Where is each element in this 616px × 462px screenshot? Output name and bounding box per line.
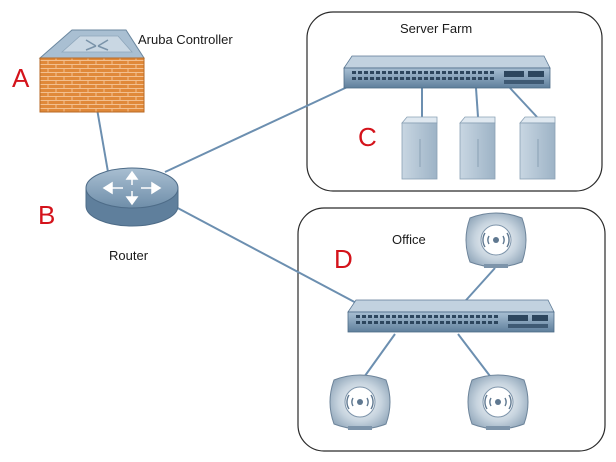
marker-c: C (358, 122, 377, 152)
link-controller-router (95, 102, 109, 173)
access-point-icon (329, 374, 391, 431)
link-router-serverfarm-switch (164, 81, 359, 173)
office-label: Office (392, 232, 426, 247)
server-tower-icon (401, 116, 438, 180)
router-label: Router (109, 248, 149, 263)
aruba-controller-icon (38, 29, 145, 113)
server-farm-switch-icon (343, 55, 551, 89)
access-point-icon (465, 212, 527, 269)
server-farm-label: Server Farm (400, 21, 472, 36)
marker-b: B (38, 200, 55, 230)
link-switch-ap-right (457, 333, 494, 381)
marker-d: D (334, 244, 353, 274)
link-switch-server-3 (509, 87, 538, 118)
link-switch-ap-left (361, 333, 396, 381)
marker-a: A (12, 63, 30, 93)
controller-label: Aruba Controller (138, 32, 233, 47)
router-icon (85, 167, 179, 227)
link-switch-server-2 (475, 87, 479, 118)
access-point-icon (467, 374, 529, 431)
link-router-office-switch (171, 204, 363, 307)
server-tower-icon (519, 116, 556, 180)
server-farm-zone (306, 11, 603, 192)
office-switch-icon (347, 299, 555, 333)
server-tower-icon (459, 116, 496, 180)
